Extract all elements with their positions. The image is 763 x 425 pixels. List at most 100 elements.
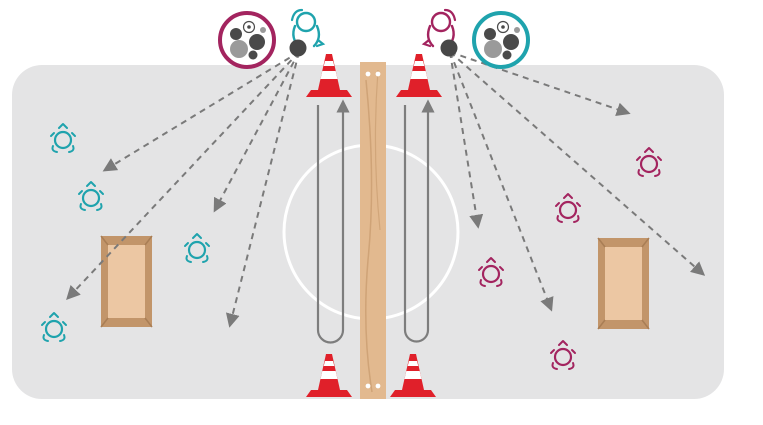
- player-legs: [637, 169, 661, 177]
- traffic-cone-icon: [396, 54, 442, 97]
- player-cap: [558, 340, 568, 346]
- box-edge: [100, 235, 109, 246]
- player-cap: [86, 181, 96, 187]
- cone-stripe: [407, 361, 419, 366]
- ball-icon: [289, 39, 307, 57]
- bench-bolt: [365, 383, 371, 389]
- box-edge: [597, 319, 606, 330]
- player-cap: [644, 147, 654, 153]
- throw-arrow: [449, 51, 554, 312]
- bench-plank: [360, 62, 386, 399]
- cone-stripe: [410, 71, 428, 79]
- bench-grain: [374, 69, 381, 231]
- player-legs: [479, 279, 503, 287]
- cone-base: [390, 390, 436, 397]
- bin-ball: [260, 27, 266, 33]
- player-legs: [556, 215, 580, 223]
- cone-stripe: [413, 61, 425, 66]
- bin-soccer-patch: [501, 25, 505, 29]
- bin-ring: [218, 11, 276, 69]
- thrower-figure: [421, 8, 457, 50]
- bench-bolt: [375, 71, 381, 77]
- player-head: [553, 347, 573, 367]
- held-ball: [289, 39, 307, 57]
- run-paths: [316, 99, 435, 344]
- player-head: [187, 240, 207, 260]
- player-arms: [550, 349, 576, 354]
- cone-stripe: [404, 371, 422, 379]
- player-head: [81, 188, 101, 208]
- player-cap: [192, 233, 202, 239]
- player-icon: [636, 147, 662, 177]
- run-path-right: [403, 99, 435, 343]
- thrower-head: [295, 11, 317, 33]
- player-arms: [636, 156, 662, 161]
- player-cap: [563, 193, 573, 199]
- wooden-box-icon: [597, 237, 650, 330]
- player-icon: [478, 257, 504, 287]
- thrower-hand: [290, 8, 304, 22]
- bench-grain: [365, 79, 373, 393]
- throw-arrow: [213, 51, 300, 213]
- traffic-cone-icon: [306, 354, 352, 397]
- thrower-hand: [315, 38, 326, 48]
- throw-arrow: [102, 51, 300, 172]
- player-head: [639, 154, 659, 174]
- thrower-hand: [421, 38, 432, 48]
- player-icon: [550, 340, 576, 370]
- ball-icon: [440, 39, 458, 57]
- player-legs: [551, 362, 575, 370]
- bin-ball: [484, 40, 502, 58]
- bin-ball: [484, 28, 496, 40]
- bin-soccer-patch: [247, 25, 251, 29]
- cone-base: [396, 90, 442, 97]
- player-head: [53, 130, 73, 150]
- throw-arrow: [225, 51, 300, 328]
- bin-ball: [514, 27, 520, 33]
- player-cap: [49, 312, 59, 318]
- box-edge: [144, 317, 153, 328]
- throw-arrow: [449, 51, 484, 229]
- traffic-cone-icon: [306, 54, 352, 97]
- bench-bolt: [375, 383, 381, 389]
- player-legs: [42, 334, 66, 342]
- box-edge: [641, 319, 650, 330]
- player-arms: [41, 321, 67, 326]
- box-face: [605, 247, 642, 320]
- player-icon: [41, 312, 67, 342]
- bin-ball: [503, 34, 519, 50]
- ball-bin-icon: [218, 11, 276, 69]
- run-path-left: [316, 99, 350, 344]
- bench-icon: [360, 62, 386, 399]
- bin-ball: [248, 50, 258, 60]
- player-icon: [78, 181, 104, 211]
- player-arms: [78, 190, 104, 195]
- box-edge: [100, 317, 109, 328]
- ball-bin-icon: [472, 11, 530, 69]
- player-head: [558, 200, 578, 220]
- player-arms: [50, 132, 76, 137]
- player-arms: [184, 242, 210, 247]
- player-head: [44, 319, 64, 339]
- thrower-head: [430, 11, 452, 33]
- box-face: [108, 245, 145, 318]
- bin-ball: [230, 40, 248, 58]
- player-arms: [478, 266, 504, 271]
- box-edge: [144, 235, 153, 246]
- player-legs: [51, 145, 75, 153]
- thrower-icon: [421, 8, 457, 50]
- cone-base: [306, 390, 352, 397]
- thrower-hand: [443, 8, 457, 22]
- box-edge: [641, 237, 650, 248]
- bin-ball: [502, 50, 512, 60]
- player-head: [481, 264, 501, 284]
- bin-ball: [249, 34, 265, 50]
- cone-stripe: [323, 61, 335, 66]
- player-icon: [50, 123, 76, 153]
- cone-base: [306, 90, 352, 97]
- bin-ring: [472, 11, 530, 69]
- throw-arrow: [449, 51, 706, 276]
- cone-stripe: [320, 71, 338, 79]
